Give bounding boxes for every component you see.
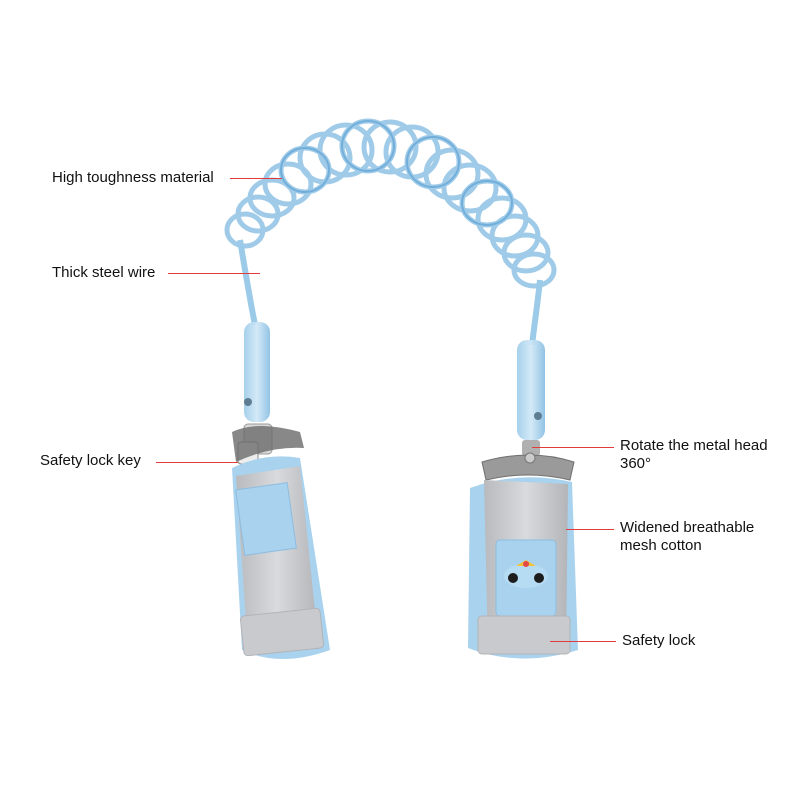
leader-safety-lock: [550, 641, 616, 642]
right-wire: [529, 279, 543, 346]
leader-breathable: [566, 529, 614, 530]
safety-lock-key: [232, 423, 304, 465]
right-wrist-cuff: [468, 477, 578, 659]
cartoon-face-badge: [504, 560, 548, 588]
right-sleeve: [517, 340, 545, 440]
callout-safety-lock: Safety lock: [622, 632, 696, 649]
left-sleeve: [244, 322, 270, 422]
metal-swivel-head: [481, 440, 575, 481]
left-wrist-cuff: [232, 456, 330, 659]
left-wire: [237, 239, 258, 326]
callout-rotate-head: Rotate the metal head 360°: [620, 437, 768, 472]
coiled-cable: [224, 118, 557, 289]
callout-lock-key: Safety lock key: [40, 452, 141, 469]
callout-steel-wire: Thick steel wire: [52, 264, 156, 281]
leader-lock-key: [156, 462, 238, 463]
leader-high-toughness: [230, 178, 282, 179]
callout-breathable: Widened breathable mesh cotton: [620, 519, 755, 554]
callout-high-toughness: High toughness material: [52, 169, 214, 186]
leader-rotate-head: [532, 447, 614, 448]
leader-steel-wire: [168, 273, 260, 274]
